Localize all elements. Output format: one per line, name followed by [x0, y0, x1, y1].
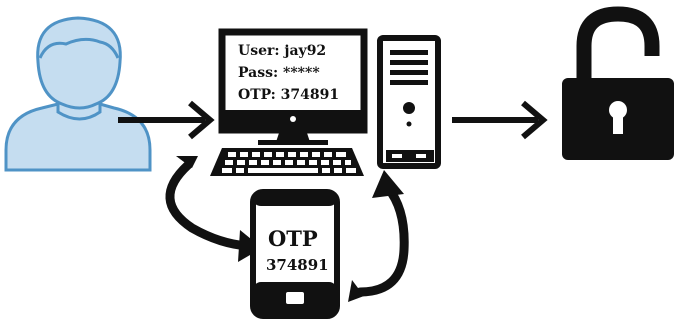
monitor-user-line: User: jay92 [238, 43, 326, 59]
smartphone-icon [250, 189, 340, 319]
monitor-icon [218, 28, 368, 145]
arrow-user-to-computer [118, 100, 215, 140]
monitor-otp-line: OTP: 374891 [238, 87, 339, 103]
monitor-pass-line: Pass: ***** [238, 65, 320, 81]
tower-pc-icon [377, 35, 441, 169]
arrow-computer-to-lock [452, 100, 548, 140]
user-avatar-icon [4, 16, 152, 172]
unlocked-padlock-icon [562, 6, 674, 160]
keyboard-icon [210, 148, 364, 176]
arrow-phone-to-computer [348, 170, 409, 302]
phone-otp-title: OTP [268, 226, 318, 251]
phone-otp-code: 374891 [266, 256, 329, 274]
